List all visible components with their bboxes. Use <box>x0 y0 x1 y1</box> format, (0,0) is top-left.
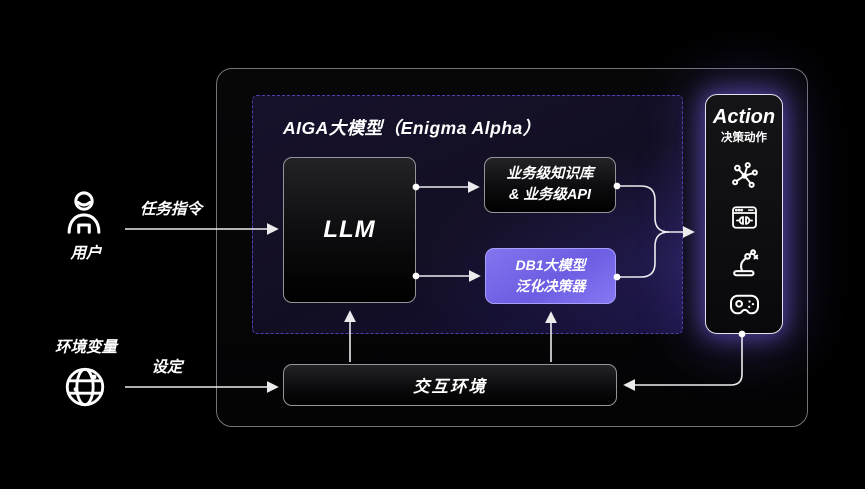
aiga-title: AIGA大模型（Enigma Alpha） <box>283 118 541 138</box>
llm-label: LLM <box>323 216 376 243</box>
action-panel: Action 决策动作 <box>705 94 783 334</box>
api-window-icon <box>731 206 757 229</box>
environment-variable-label: 环境变量 <box>54 339 117 356</box>
interaction-environment-label: 交互环境 <box>413 378 487 396</box>
user-icon <box>67 191 101 234</box>
gamepad-icon <box>729 294 759 315</box>
robot-arm-icon <box>732 249 758 277</box>
llm-box: LLM <box>283 157 416 303</box>
interaction-environment-box: 交互环境 <box>283 364 617 406</box>
db1-line2: 泛化决策器 <box>515 278 586 294</box>
db1-line1: DB1大模型 <box>515 257 586 273</box>
knowledge-api-box: 业务级知识库 & 业务级API <box>484 157 616 213</box>
user-label: 用户 <box>70 245 102 262</box>
action-title: Action <box>712 106 776 128</box>
task-instruction-label: 任务指令 <box>139 201 202 218</box>
action-subtitle: 决策动作 <box>721 132 767 144</box>
globe-icon <box>65 367 105 407</box>
action-icon-list <box>728 159 761 318</box>
setting-label: 设定 <box>151 359 183 376</box>
knowledge-line1: 业务级知识库 <box>506 166 594 182</box>
knowledge-line2: & 业务级API <box>508 187 592 203</box>
db1-decision-box: DB1大模型 泛化决策器 <box>485 248 616 304</box>
network-graph-icon <box>731 162 758 188</box>
